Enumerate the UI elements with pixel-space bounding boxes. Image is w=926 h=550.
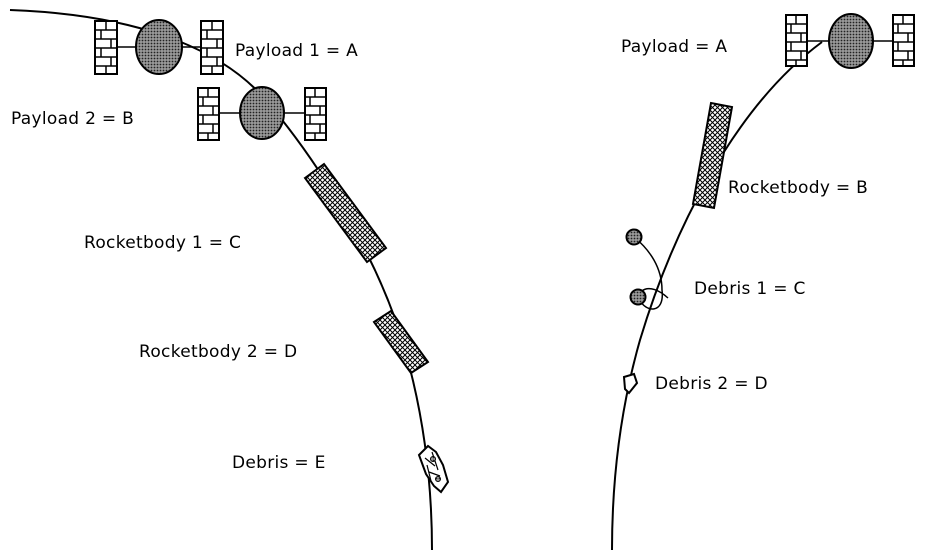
- label-rocketbody: Rocketbody = B: [728, 178, 868, 198]
- label-payload-1: Payload 1 = A: [235, 41, 358, 61]
- label-rocketbody-2: Rocketbody 2 = D: [139, 342, 297, 362]
- left-diagram: [10, 10, 448, 550]
- payload-satellite: [786, 14, 914, 68]
- debris-e: [419, 446, 448, 492]
- payload-2-satellite: [198, 87, 326, 140]
- rocketbody-b: [693, 103, 732, 208]
- debris-2-d: [624, 374, 637, 393]
- payload-1-right-panel: [201, 21, 223, 74]
- debris-1-c: [627, 230, 669, 310]
- payload-left-panel: [786, 15, 807, 66]
- label-payload-2: Payload 2 = B: [11, 109, 134, 129]
- payload-2-right-panel: [305, 88, 326, 140]
- left-orbit-path: [10, 10, 432, 550]
- rocketbody-2: [374, 311, 428, 373]
- payload-1-body: [136, 20, 182, 74]
- payload-2-left-panel: [198, 88, 219, 140]
- rocketbody-1: [305, 164, 386, 262]
- label-payload: Payload = A: [621, 37, 727, 57]
- payload-1-left-panel: [95, 21, 117, 74]
- label-debris: Debris = E: [232, 453, 326, 473]
- payload-right-panel: [893, 15, 914, 66]
- label-debris-1: Debris 1 = C: [694, 279, 806, 299]
- payload-2-body: [240, 87, 284, 139]
- payload-body: [829, 14, 873, 68]
- label-debris-2: Debris 2 = D: [655, 374, 768, 394]
- label-rocketbody-1: Rocketbody 1 = C: [84, 233, 241, 253]
- payload-1-satellite: [95, 20, 223, 74]
